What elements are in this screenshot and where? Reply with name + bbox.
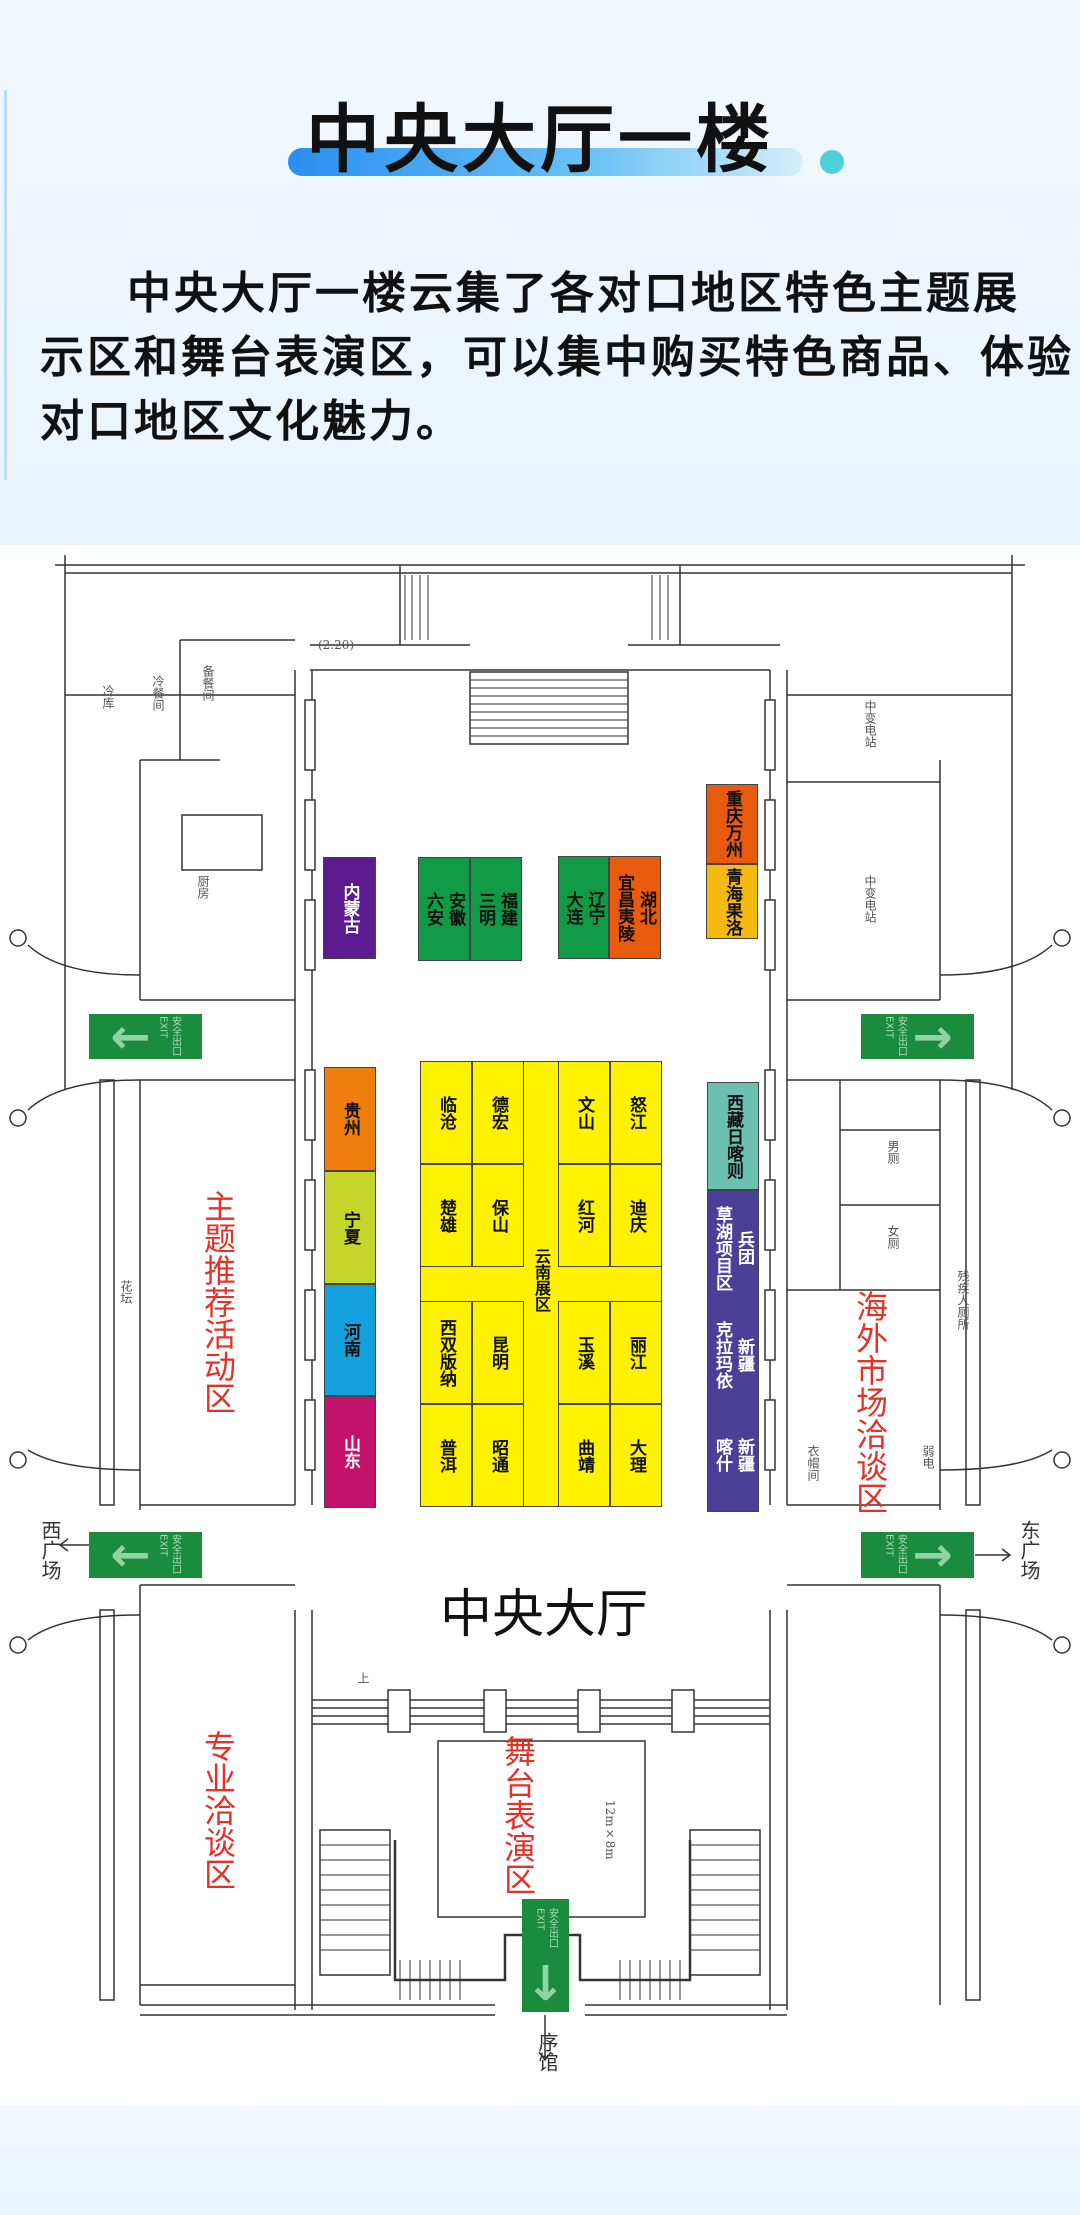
intro-line: 中央大厅一楼云集了各对口地区特色主题展 — [127, 268, 1020, 319]
room-substation-1: 中变电站 — [863, 700, 877, 748]
room-weak-current: 弱电 — [921, 1445, 935, 1469]
yunnan-booth: 德宏 — [472, 1061, 524, 1164]
direction-west-plaza: 西广场 — [38, 1520, 62, 1580]
exit-sign-west-lower: ←安全出口 EXIT — [89, 1532, 202, 1578]
direction-prelude-hall: 序馆 — [535, 2032, 559, 2072]
yunnan-booth: 保山 — [472, 1164, 524, 1267]
xinjiang-booth-group — [707, 1190, 759, 1512]
booth-liaoning-dalian: 辽宁大连 — [558, 856, 609, 959]
exit-sign-south: 安全出口 EXIT ↓ — [522, 1899, 569, 2012]
direction-east-plaza: 东广场 — [1017, 1520, 1041, 1580]
title-dot-icon — [820, 150, 844, 174]
zone-overseas-market: 海外市场洽谈区 — [851, 1290, 889, 1514]
room-cloakroom: 衣帽间 — [806, 1445, 820, 1481]
page-title: 中央大厅一楼 — [306, 97, 774, 183]
arrow-down-icon: ↓ — [525, 1955, 566, 2012]
room-flowerbed: 花坛 — [119, 1280, 133, 1304]
room-womens: 女厕 — [886, 1225, 900, 1249]
arrow-left-icon: ← — [110, 1014, 151, 1059]
footer-band — [0, 2105, 1080, 2215]
booth-qinghai-guoluo: 青海果洛 — [706, 864, 758, 939]
elevation-label: (2.20) — [318, 638, 355, 652]
title-underline-bar — [288, 148, 803, 176]
room-substation-2: 中变电站 — [863, 875, 877, 923]
exit-sign-west-upper: ←安全出口 EXIT — [89, 1014, 202, 1059]
stair-up-label: 上 — [356, 1672, 370, 1684]
yunnan-booth: 曲靖 — [558, 1404, 610, 1507]
booth-anhui-luan: 安徽六安 — [418, 857, 470, 961]
arrow-left-icon: ← — [110, 1532, 151, 1578]
exit-sign-text: 安全出口 EXIT — [883, 1534, 907, 1574]
exit-sign-text: 安全出口 EXIT — [157, 1534, 181, 1574]
yunnan-booth: 迪庆 — [610, 1164, 662, 1267]
yunnan-booth: 西双版纳 — [420, 1301, 472, 1404]
yunnan-booth: 红河 — [558, 1164, 610, 1267]
booth-chongqing-wanzhou: 重庆万州 — [706, 784, 758, 864]
stage-size-label: 12m×8m — [603, 1800, 617, 1860]
booth-bingtuan-caohu: 兵团草湖项目区 — [712, 1205, 754, 1291]
exit-sign-text: 安全出口 EXIT — [157, 1015, 181, 1056]
exit-sign-east-lower: 安全出口 EXIT→ — [861, 1532, 974, 1578]
decorative-stripe — [4, 90, 7, 480]
central-hall-label: 中央大厅 — [440, 1585, 649, 1645]
booth-shandong: 山东 — [324, 1396, 376, 1508]
yunnan-area-label: 云南展区 — [532, 1248, 551, 1312]
yunnan-booth: 怒江 — [610, 1061, 662, 1164]
zone-stage: 舞台表演区 — [499, 1735, 537, 1895]
yunnan-booth: 普洱 — [420, 1404, 472, 1507]
room-prep: 备餐间 — [201, 665, 215, 701]
arrow-right-icon: → — [912, 1532, 953, 1578]
room-cold-storage: 冷库 — [101, 685, 115, 709]
room-kitchen: 厨房 — [196, 875, 210, 899]
yunnan-booth: 昆明 — [472, 1301, 524, 1404]
exit-sign-text: 安全出口 EXIT — [883, 1015, 907, 1056]
exit-sign-text: 安全出口 EXIT — [534, 1907, 558, 1948]
yunnan-booth: 昭通 — [472, 1404, 524, 1507]
room-accessible: 残疾人厕所 — [956, 1270, 970, 1330]
yunnan-booth: 临沧 — [420, 1061, 472, 1164]
booth-inner-mongolia: 内蒙古 — [323, 857, 376, 959]
booth-tibet-shigatse: 西藏日喀则 — [707, 1082, 759, 1190]
yunnan-booth: 大理 — [610, 1404, 662, 1507]
booth-guizhou: 贵州 — [324, 1067, 376, 1171]
booth-xinjiang-kashgar: 新疆喀什 — [712, 1438, 754, 1472]
zone-professional: 专业洽谈区 — [199, 1730, 237, 1890]
booth-fujian-sanming: 福建三明 — [470, 857, 522, 961]
yunnan-booth: 玉溪 — [558, 1301, 610, 1404]
room-mens: 男厕 — [886, 1140, 900, 1164]
yunnan-booth: 楚雄 — [420, 1164, 472, 1267]
booth-henan: 河南 — [324, 1284, 376, 1396]
intro-line: 示区和舞台表演区，可以集中购买特色商品、体验 — [40, 332, 1074, 383]
zone-theme-activity: 主题推荐活动区 — [199, 1190, 237, 1414]
room-cold-meal: 冷餐间 — [151, 675, 165, 711]
intro-line: 对口地区文化魅力。 — [40, 396, 463, 447]
booth-xinjiang-karamay: 新疆克拉玛依 — [712, 1321, 754, 1389]
exit-sign-east-upper: 安全出口 EXIT→ — [861, 1014, 974, 1059]
yunnan-booth: 文山 — [558, 1061, 610, 1164]
intro-paragraph: 中央大厅一楼云集了各对口地区特色主题展 示区和舞台表演区，可以集中购买特色商品、… — [40, 262, 1074, 454]
yunnan-booth: 丽江 — [610, 1301, 662, 1404]
header-section — [0, 0, 1080, 545]
arrow-right-icon: → — [912, 1014, 953, 1059]
booth-ningxia: 宁夏 — [324, 1171, 376, 1284]
booth-hubei-yichang: 湖北宜昌夷陵 — [609, 856, 661, 959]
